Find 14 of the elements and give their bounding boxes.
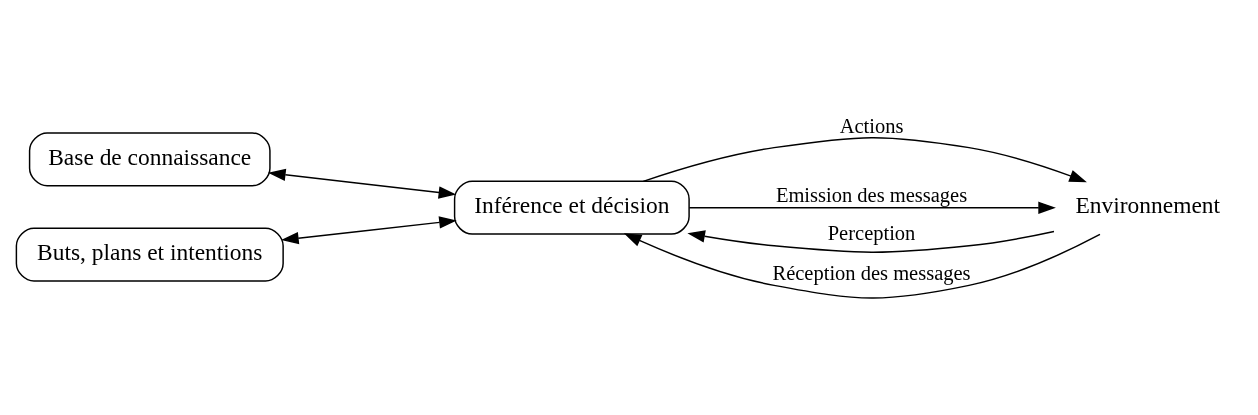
arrow (623, 233, 1101, 299)
node-text: Environnement (1075, 192, 1221, 219)
arrow (688, 201, 1056, 214)
node-box: Buts, plans et intentions (15, 227, 284, 282)
edge-label: Réception des messages (772, 261, 971, 284)
edge-label: Actions (839, 115, 904, 138)
arrow (687, 230, 1055, 254)
arrow (281, 216, 457, 245)
node-box: Base de connaissance (28, 132, 271, 187)
edge-label: Perception (827, 222, 916, 245)
arrow (642, 136, 1087, 183)
node-box: Inférence et décision (453, 180, 690, 235)
arrow (268, 168, 457, 199)
edge-label: Emission des messages (775, 184, 968, 207)
